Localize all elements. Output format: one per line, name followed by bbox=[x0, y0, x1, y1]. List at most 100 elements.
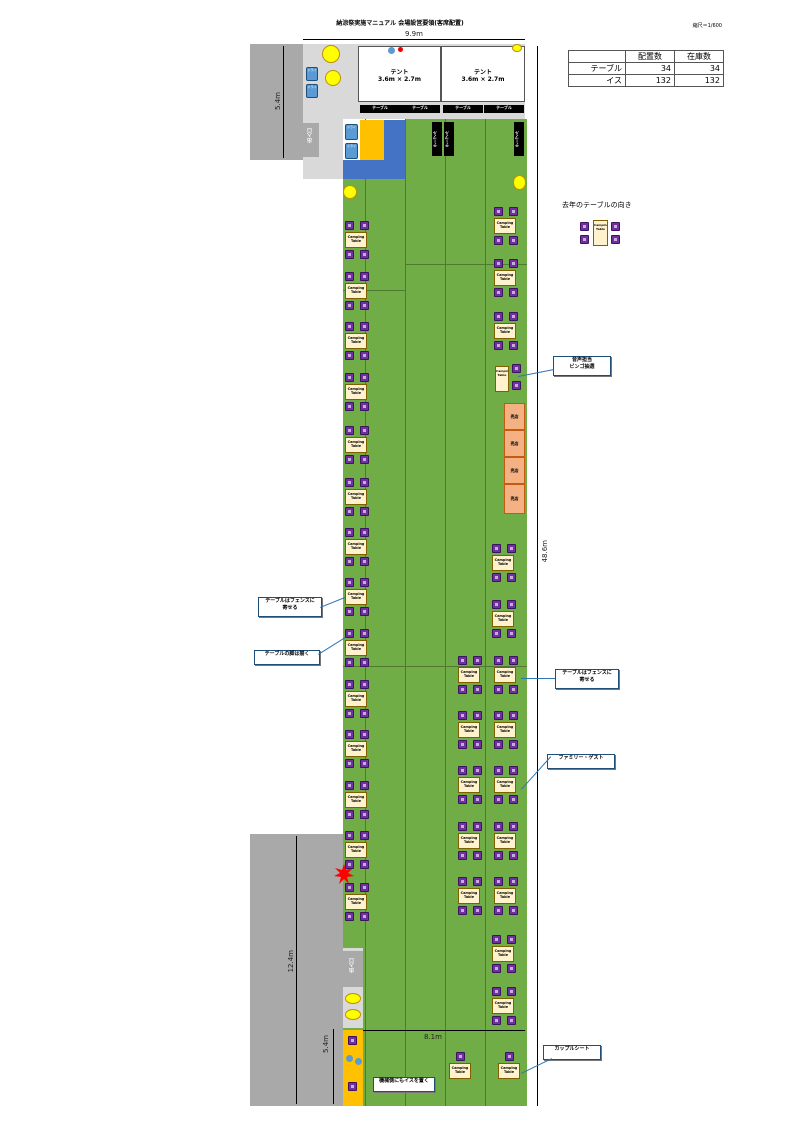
chair bbox=[473, 711, 482, 720]
dim-height-total: 48.6m bbox=[541, 540, 549, 563]
equipment-box-blue bbox=[384, 120, 405, 160]
field-line bbox=[343, 666, 527, 667]
chair bbox=[507, 600, 516, 609]
chair bbox=[360, 351, 369, 360]
chair bbox=[494, 822, 503, 831]
chair bbox=[473, 851, 482, 860]
camping-table: Camping Table bbox=[345, 489, 367, 505]
equipment-box-amber bbox=[360, 120, 384, 160]
stock-label: イス bbox=[568, 74, 626, 87]
tent-right-size: 3.6m × 2.7m bbox=[461, 76, 505, 83]
chair bbox=[509, 341, 518, 350]
chair bbox=[345, 781, 354, 790]
chair bbox=[494, 259, 503, 268]
chair bbox=[360, 680, 369, 689]
chair bbox=[345, 629, 354, 638]
page-title: 納涼祭実施マニュアル 会場設営要領(客席配置) bbox=[336, 20, 464, 27]
vertical-table: テーブル bbox=[514, 122, 524, 156]
stage-chair bbox=[512, 364, 521, 373]
camping-table: Camping Table bbox=[494, 833, 516, 849]
chair bbox=[473, 766, 482, 775]
chair bbox=[509, 207, 518, 216]
chair bbox=[494, 877, 503, 886]
tent-table: テーブル bbox=[443, 105, 483, 113]
callout-couple: カップルシート bbox=[543, 1045, 601, 1060]
chair bbox=[492, 1016, 501, 1025]
stall: 売店 bbox=[504, 430, 525, 457]
chair bbox=[360, 607, 369, 616]
chair bbox=[458, 906, 467, 915]
chair bbox=[494, 288, 503, 297]
chair bbox=[509, 795, 518, 804]
chair bbox=[494, 685, 503, 694]
dim-line-top bbox=[303, 39, 525, 40]
entrance-bottom-label: 出入口 bbox=[349, 958, 355, 973]
stock-header: 在庫数 bbox=[674, 50, 724, 63]
chair bbox=[473, 795, 482, 804]
camping-table: Camping Table bbox=[345, 437, 367, 453]
chair bbox=[360, 730, 369, 739]
chair bbox=[509, 906, 518, 915]
stall: 売店 bbox=[504, 403, 525, 430]
camping-table: Camping Table bbox=[345, 232, 367, 248]
chair bbox=[360, 221, 369, 230]
chair bbox=[492, 964, 501, 973]
chair bbox=[360, 883, 369, 892]
tent-table: テーブル bbox=[400, 105, 440, 113]
dim-height-bottom: 5.4m bbox=[322, 1035, 330, 1053]
camping-table: Camping Table bbox=[345, 640, 367, 656]
dryer-unit: ドライ bbox=[306, 84, 318, 98]
vertical-table: テーブル bbox=[444, 122, 454, 156]
stock-placed: 34 bbox=[625, 62, 675, 75]
tent-table: テーブル bbox=[360, 105, 400, 113]
camping-table: Camping Table bbox=[458, 667, 480, 683]
stall: 売店 bbox=[504, 484, 525, 514]
chair bbox=[507, 1016, 516, 1025]
chair bbox=[492, 987, 501, 996]
camping-table: Camping Table bbox=[494, 323, 516, 339]
camping-table: Camping Table bbox=[458, 722, 480, 738]
camping-table: Camping Table bbox=[345, 539, 367, 555]
chair bbox=[345, 528, 354, 537]
legend-table: Camping Table bbox=[593, 220, 608, 246]
dim-line-right bbox=[537, 46, 538, 1106]
chair bbox=[458, 685, 467, 694]
chair bbox=[360, 478, 369, 487]
dryer-unit: ドライ bbox=[345, 124, 358, 140]
stock-row: テーブル 34 34 bbox=[568, 62, 724, 75]
chair bbox=[345, 402, 354, 411]
chair bbox=[509, 711, 518, 720]
chair bbox=[509, 822, 518, 831]
marker-dot-red bbox=[398, 47, 403, 52]
chair bbox=[345, 883, 354, 892]
shrub-icon bbox=[512, 44, 522, 52]
stock-placed: 132 bbox=[625, 74, 675, 87]
camping-table: Camping Table bbox=[494, 777, 516, 793]
equipment-box-blue bbox=[343, 160, 405, 179]
chair bbox=[360, 831, 369, 840]
entrance-top bbox=[303, 123, 319, 157]
dim-width-bottom: 8.1m bbox=[424, 1033, 442, 1041]
chair bbox=[360, 912, 369, 921]
camping-table: Camping Table bbox=[492, 611, 514, 627]
chair bbox=[345, 810, 354, 819]
chair bbox=[345, 272, 354, 281]
shrub-icon bbox=[343, 185, 357, 199]
chair bbox=[458, 656, 467, 665]
chair bbox=[458, 766, 467, 775]
legend-chair bbox=[611, 222, 620, 231]
chair bbox=[345, 709, 354, 718]
chair bbox=[345, 831, 354, 840]
chair bbox=[494, 207, 503, 216]
chair bbox=[360, 426, 369, 435]
chair bbox=[509, 766, 518, 775]
tent-left-size: 3.6m × 2.7m bbox=[378, 76, 421, 83]
chair bbox=[507, 964, 516, 973]
chair bbox=[507, 629, 516, 638]
chair bbox=[360, 810, 369, 819]
chair bbox=[494, 656, 503, 665]
dim-height-lower: 12.4m bbox=[287, 950, 295, 973]
chair bbox=[360, 373, 369, 382]
shrub-icon bbox=[322, 45, 340, 63]
callout-line bbox=[318, 637, 346, 655]
